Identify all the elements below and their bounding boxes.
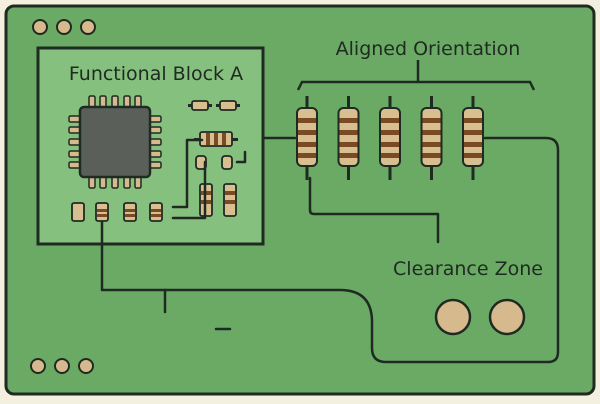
mounting-hole: [78, 358, 94, 374]
ic-chip: [68, 95, 162, 189]
aligned-resistor: [296, 96, 318, 180]
aligned-resistor: [379, 96, 401, 180]
aligned-resistor: [462, 96, 484, 180]
aligned-resistor-row: [296, 96, 484, 180]
ic-pin: [149, 150, 162, 158]
resistor-band: [464, 130, 482, 135]
ic-pin: [99, 95, 107, 108]
mounting-holes-bottom: [30, 358, 94, 374]
resistor-band: [222, 133, 226, 145]
resistor-band: [225, 200, 235, 204]
orientation-bracket: [296, 60, 536, 91]
mounting-hole: [30, 358, 46, 374]
aligned-resistor: [420, 96, 443, 180]
resistor-band: [422, 118, 441, 123]
trace: [100, 136, 560, 364]
resistor-band: [97, 209, 107, 212]
resistor-band: [125, 209, 135, 212]
ic-pin: [149, 138, 162, 146]
resistor-body: [191, 100, 209, 111]
ic-body: [78, 105, 152, 179]
resistor-band: [464, 142, 482, 147]
ic-pin: [111, 95, 119, 108]
aligned-orientation-label: Aligned Orientation: [336, 38, 521, 60]
resistor-band: [381, 130, 399, 135]
trace: [171, 138, 204, 209]
resistor-band: [97, 214, 107, 217]
ic-pin: [111, 176, 119, 189]
clearance-pad: [488, 298, 526, 336]
resistor-body: [221, 155, 233, 170]
ic-pin: [149, 161, 162, 169]
mounting-hole: [32, 19, 48, 35]
resistor-band: [298, 130, 316, 135]
resistor-band: [151, 209, 161, 212]
resistor-band: [381, 118, 399, 123]
resistor-band: [151, 214, 161, 217]
trace: [308, 176, 440, 244]
resistor-band: [381, 142, 399, 147]
ic-pin: [149, 115, 162, 123]
smd-part: [71, 202, 85, 222]
resistor-band: [298, 153, 316, 158]
mounting-hole: [56, 19, 72, 35]
ic-pin: [68, 115, 81, 123]
mounting-hole: [54, 358, 70, 374]
ic-pin: [123, 176, 131, 189]
resistor-band: [464, 153, 482, 158]
resistor-band: [125, 214, 135, 217]
clearance-pad: [434, 298, 472, 336]
trace: [235, 150, 247, 164]
resistor-band: [206, 133, 210, 145]
resistor-band: [339, 142, 358, 147]
ic-pin: [88, 95, 96, 108]
ic-pin: [88, 176, 96, 189]
ic-pin: [68, 150, 81, 158]
resistor-band: [464, 118, 482, 123]
functional-block-label: Functional Block A: [69, 63, 243, 85]
resistor-body: [219, 100, 237, 111]
ic-pin: [68, 138, 81, 146]
ic-pin: [134, 95, 142, 108]
ic-pin: [99, 176, 107, 189]
resistor-band: [381, 153, 399, 158]
mounting-hole: [80, 19, 96, 35]
ic-pin: [149, 126, 162, 134]
resistor-band: [214, 133, 218, 145]
traces: [100, 136, 560, 364]
resistor-band: [298, 142, 316, 147]
ic-pin: [134, 176, 142, 189]
resistor-band: [225, 191, 235, 195]
aligned-resistor: [337, 96, 360, 180]
resistor-band: [422, 130, 441, 135]
ic-pin: [123, 95, 131, 108]
resistor-band: [339, 118, 358, 123]
resistor-band: [298, 118, 316, 123]
clearance-zone-label: Clearance Zone: [393, 258, 543, 280]
resistor-band: [339, 153, 358, 158]
ic-pin: [68, 126, 81, 134]
mounting-holes-top: [32, 19, 96, 35]
clearance-pads: [434, 298, 526, 336]
trace: [171, 160, 207, 220]
resistor-band: [339, 130, 358, 135]
resistor-band: [422, 142, 441, 147]
ic-pin: [68, 161, 81, 169]
resistor-band: [422, 153, 441, 158]
